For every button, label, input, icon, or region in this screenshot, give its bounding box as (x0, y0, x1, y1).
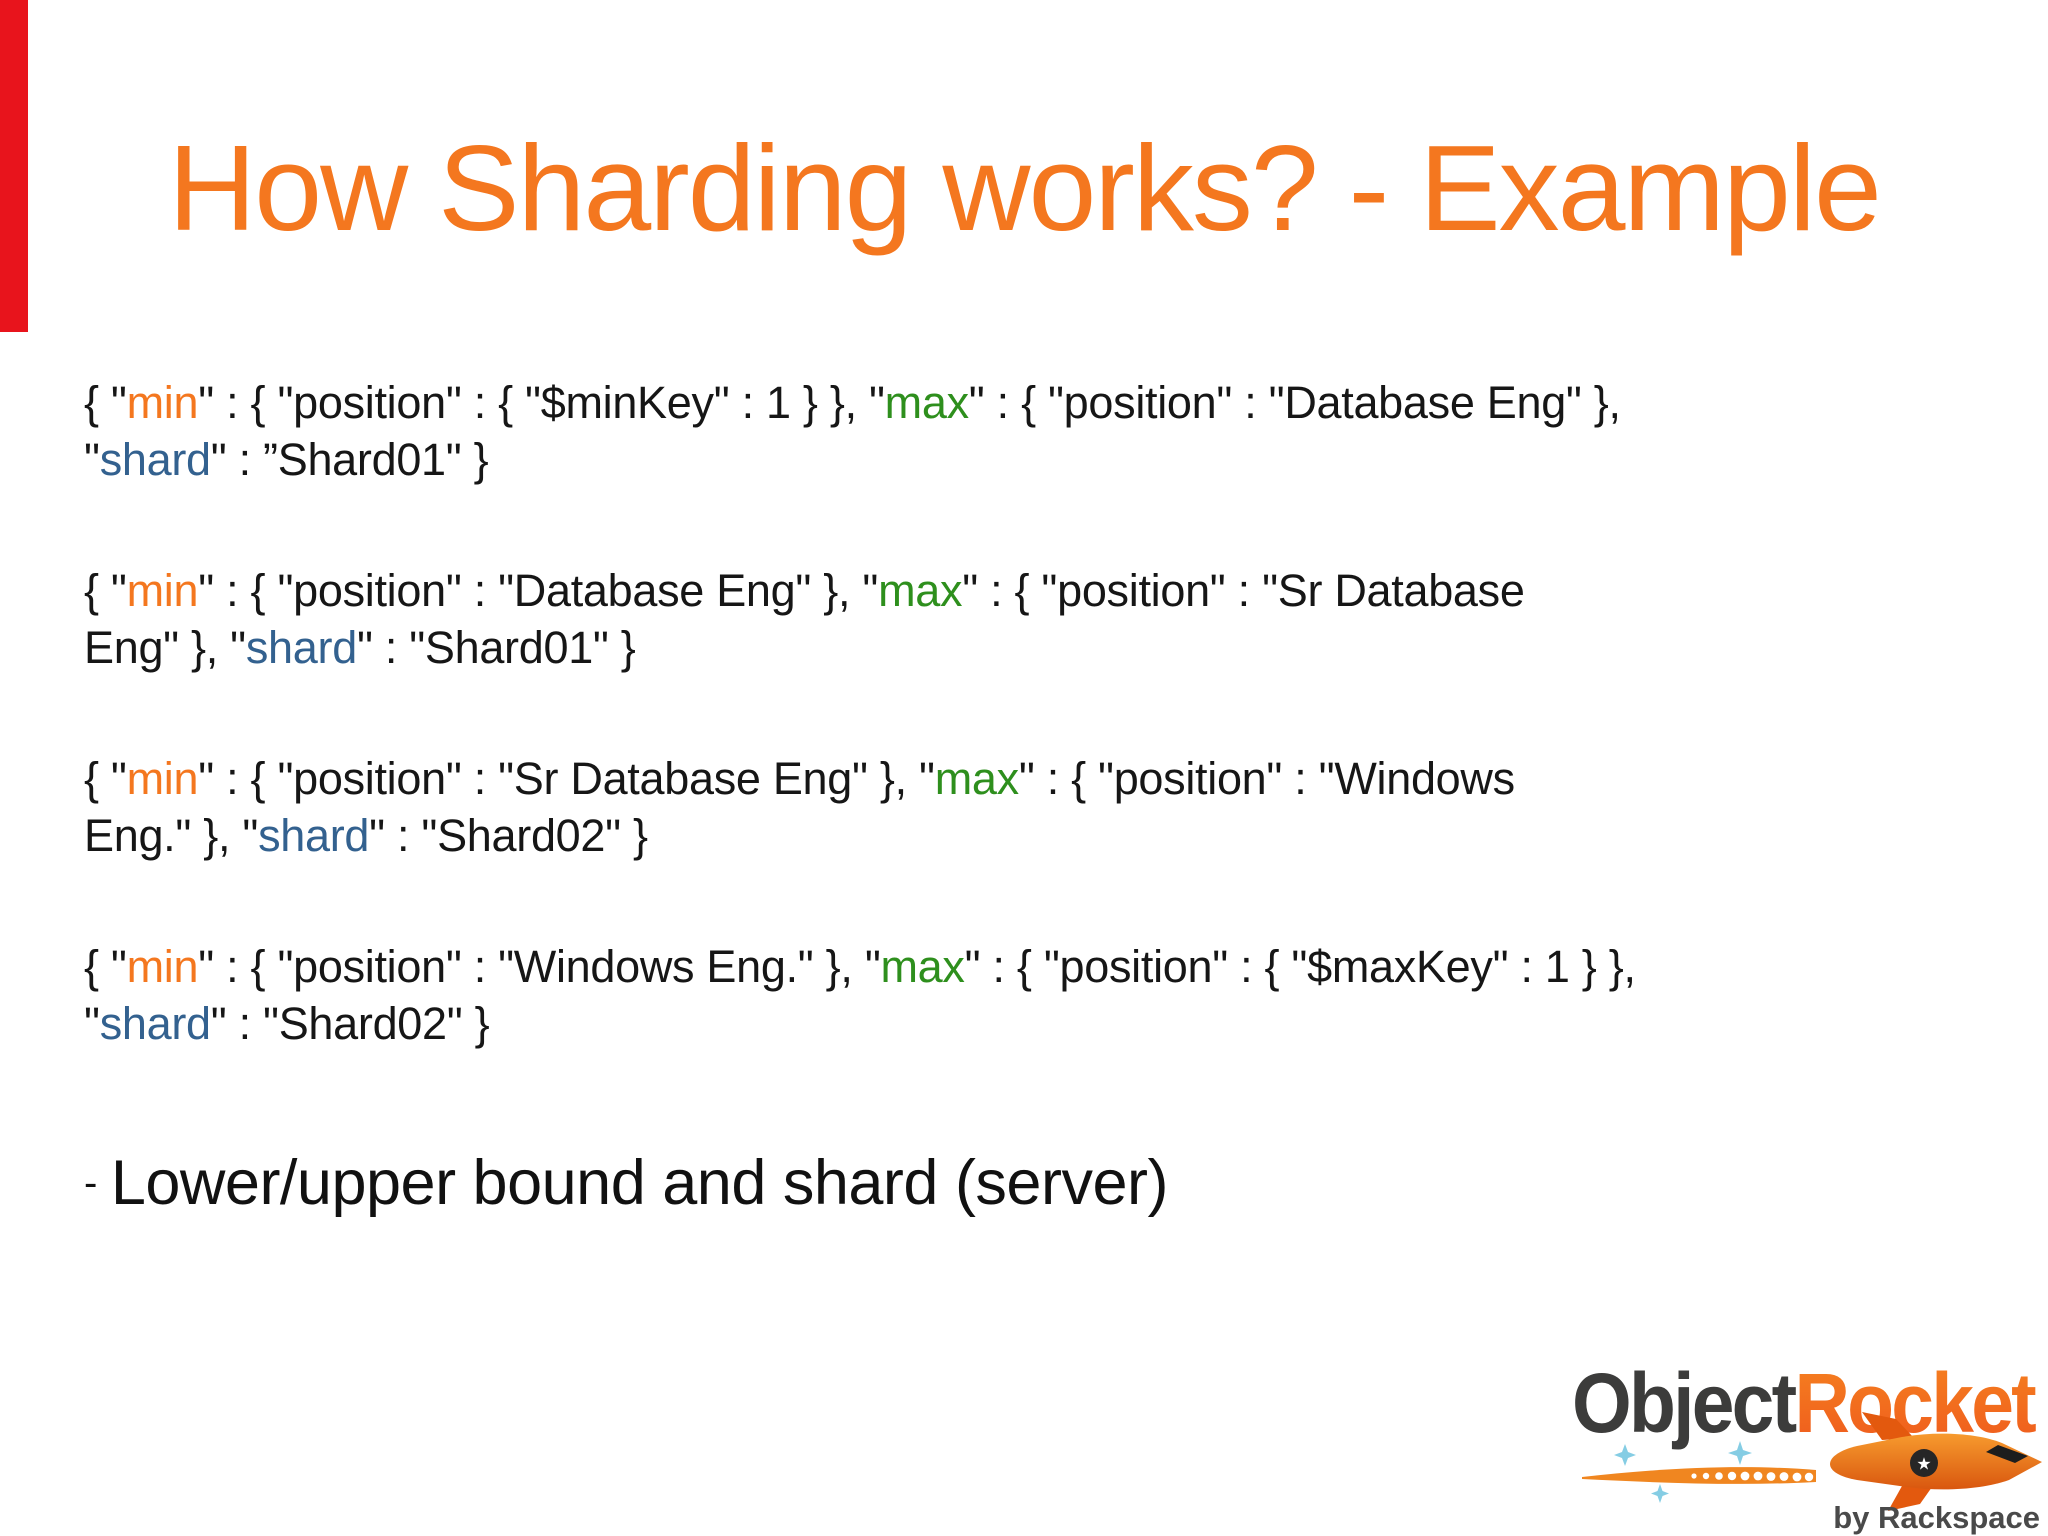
code-token-min: min (126, 753, 199, 804)
code-token-plain: " : "Shard02" } (369, 810, 648, 861)
objectrocket-logo: ObjectRocket ★ (1572, 1356, 2042, 1535)
code-token-plain: " : { "position" : "Sr Database Eng" }, … (198, 753, 935, 804)
code-block: { "min" : { "position" : { "$minKey" : 1… (84, 374, 2014, 1126)
slide-title: How Sharding works? - Example (168, 120, 1882, 256)
code-paragraph-4: { "min" : { "position" : "Windows Eng." … (84, 938, 2014, 1052)
code-token-plain: { " (84, 941, 127, 992)
logo-wordmark: ObjectRocket (1572, 1356, 2036, 1450)
code-token-plain: " : "Shard02" } (210, 998, 490, 1049)
code-paragraph-3: { "min" : { "position" : "Sr Database En… (84, 750, 2014, 864)
rocket-star-emblem: ★ (1916, 1455, 1931, 1474)
code-token-plain: " (84, 434, 100, 485)
star-icon (1728, 1441, 1752, 1465)
rocket-icon: ★ (1830, 1412, 2042, 1511)
code-token-plain: " : "Shard01" } (356, 622, 636, 673)
code-token-plain: " : { "position" : { "$minKey" : 1 } }, … (198, 377, 885, 428)
code-token-max: max (884, 377, 969, 428)
code-token-plain: " (84, 998, 100, 1049)
code-token-shard: shard (99, 998, 211, 1049)
code-token-plain: " : { "position" : "Windows (1018, 753, 1515, 804)
code-token-plain: " : { "position" : "Windows Eng." }, " (198, 941, 881, 992)
code-token-plain: " : { "position" : "Database Eng" }, (968, 377, 1621, 428)
code-paragraph-2: { "min" : { "position" : "Database Eng" … (84, 562, 2014, 676)
code-token-max: max (934, 753, 1019, 804)
accent-bar (0, 0, 28, 332)
code-paragraph-1: { "min" : { "position" : { "$minKey" : 1… (84, 374, 2014, 488)
code-token-shard: shard (99, 434, 211, 485)
logo-rocket-text: Rocket (1794, 1356, 2035, 1450)
code-token-max: max (880, 941, 965, 992)
code-token-min: min (126, 565, 199, 616)
code-token-plain: " : { "position" : { "$maxKey" : 1 } }, (964, 941, 1636, 992)
code-token-shard: shard (258, 810, 370, 861)
star-icon (1614, 1444, 1636, 1466)
logo-object-text: Object (1572, 1356, 1796, 1450)
code-token-plain: { " (84, 565, 127, 616)
code-token-plain: Eng" }, " (84, 622, 246, 673)
code-token-plain: " : { "position" : "Sr Database (962, 565, 1525, 616)
code-token-plain: " : ”Shard01" } (210, 434, 489, 485)
code-token-plain: Eng." }, " (84, 810, 259, 861)
bullet-dash: - (84, 1161, 97, 1205)
code-token-shard: shard (245, 622, 357, 673)
bullet-text: Lower/upper bound and shard (server) (110, 1148, 1169, 1218)
logo-stars (1614, 1441, 1752, 1503)
code-token-plain: { " (84, 377, 127, 428)
code-token-min: min (126, 941, 199, 992)
contrail-icon (1582, 1467, 1816, 1484)
code-token-plain: " : { "position" : "Database Eng" }, " (198, 565, 879, 616)
star-icon (1651, 1484, 1669, 1503)
code-token-max: max (878, 565, 963, 616)
byline-text: by Rackspace (1833, 1500, 2040, 1535)
code-token-plain: { " (84, 753, 127, 804)
bullet-line: -Lower/upper bound and shard (server) (84, 1146, 1168, 1222)
code-token-min: min (126, 377, 199, 428)
